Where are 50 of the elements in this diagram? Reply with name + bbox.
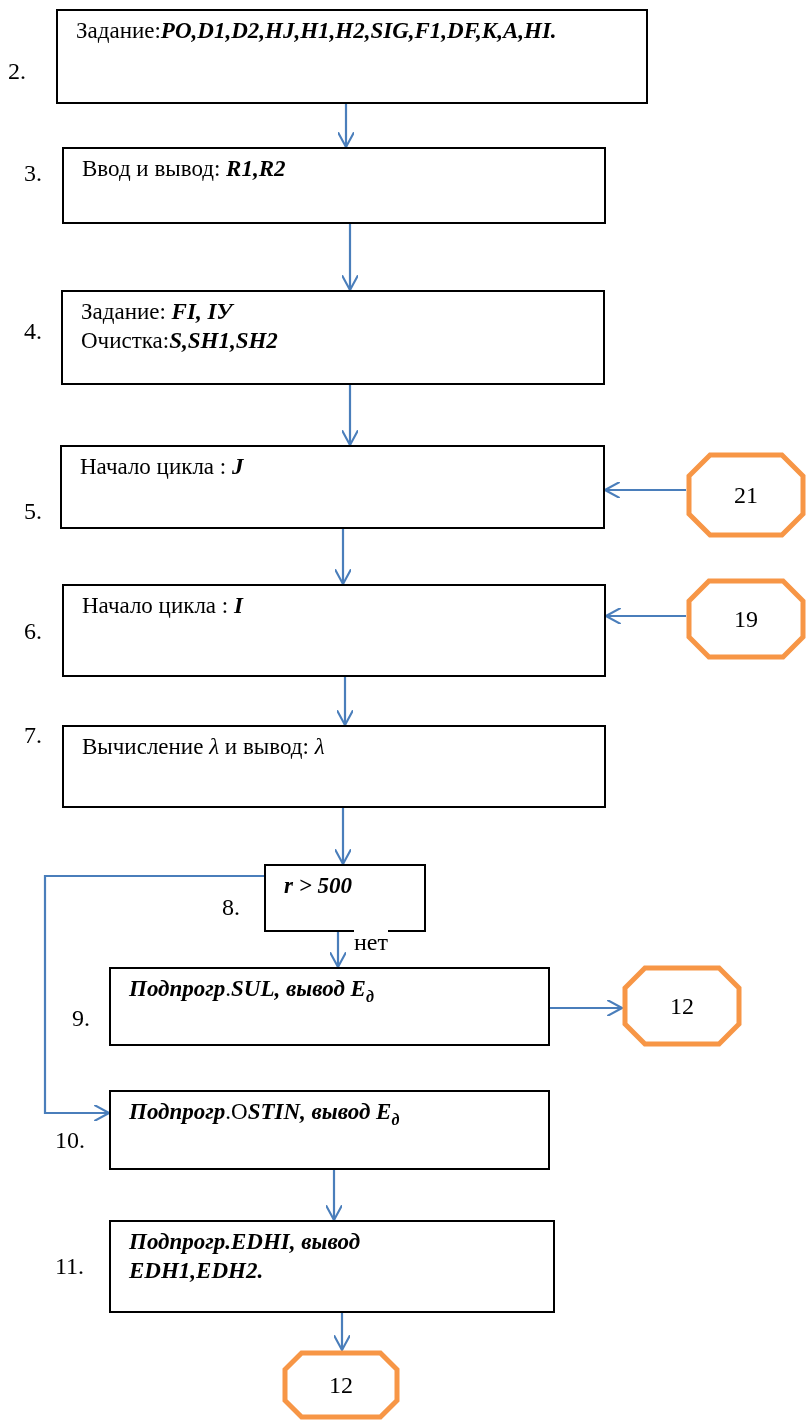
arrow [333, 808, 353, 866]
step-text: Начало цикла : J [80, 453, 245, 481]
process-box [61, 290, 605, 385]
process-box [60, 445, 605, 529]
step-number: 6. [24, 618, 42, 645]
step-text: Задание: FI, IУ [81, 298, 236, 326]
step-number: 5. [24, 498, 42, 525]
step-text: Подпрогр.OSTIN, вывод E$_{д}$ [129, 1098, 401, 1130]
arrow [43, 874, 264, 1123]
step-text: Вычисление λ и вывод: λ [82, 733, 326, 761]
process-box [264, 864, 426, 932]
arrow [340, 385, 360, 447]
arrow [336, 104, 356, 149]
connector-number: 19 [734, 605, 758, 633]
step-text: Ввод и вывод: R1,R2 [82, 155, 287, 183]
step-text: Подпрогр.SUL, вывод E$_{д}$ [129, 975, 375, 1007]
connector-octagon [686, 452, 806, 538]
arrow [335, 677, 355, 727]
process-box [109, 1090, 550, 1170]
connector-octagon [622, 965, 742, 1047]
connector-number: 12 [670, 992, 694, 1020]
process-box [62, 725, 606, 808]
connector-octagon [282, 1350, 400, 1420]
step-text: Очистка:S,SH1,SH2 [81, 326, 279, 355]
step-number: 10. [55, 1127, 85, 1154]
step-number: 8. [222, 894, 240, 921]
step-number: 3. [24, 160, 42, 187]
connector-number: 12 [329, 1371, 353, 1399]
step-number: 11. [55, 1253, 85, 1280]
process-box [109, 1220, 555, 1313]
step-text: r > 500 [284, 872, 354, 900]
process-box [62, 584, 606, 677]
step-number: 9. [72, 1005, 90, 1032]
step-number: 7. [24, 722, 42, 749]
arrow [328, 932, 348, 969]
connector-number: 21 [734, 481, 758, 509]
arrow [340, 224, 360, 292]
arrow [333, 529, 353, 586]
step-text: Задание:PO,D1,D2,HJ,H1,H2,SIG,F1,DF,K,A,HI. [76, 17, 558, 45]
arrow [332, 1313, 352, 1352]
process-box [56, 9, 648, 104]
arrow [550, 998, 624, 1018]
step-number: 2. [8, 58, 26, 85]
process-box [109, 967, 550, 1046]
connector-octagon [686, 578, 806, 660]
step-number: 4. [24, 318, 42, 345]
arrow [324, 1170, 344, 1222]
step-text: Начало цикла : I [82, 592, 245, 620]
step-text: Подпрогр.EDHI, вывод EDH1,EDH2. [129, 1228, 362, 1285]
process-box [62, 147, 606, 224]
